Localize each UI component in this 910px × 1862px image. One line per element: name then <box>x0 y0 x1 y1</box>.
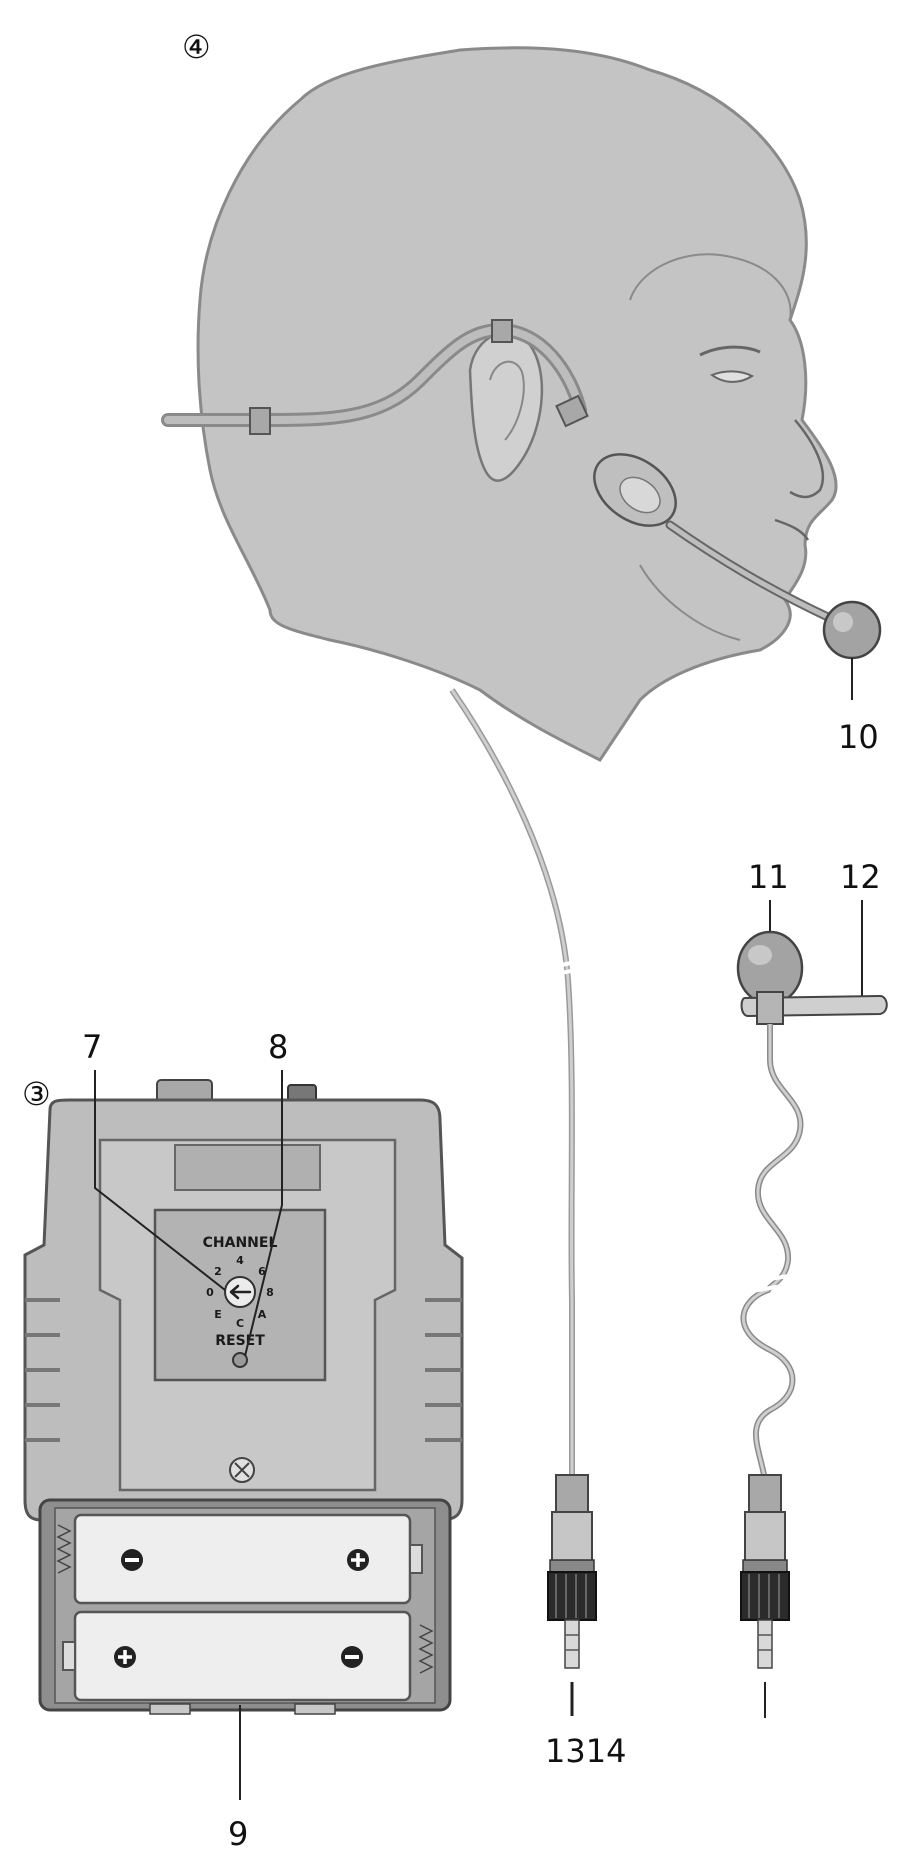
dial-position-c: C <box>236 1317 244 1330</box>
callout-12: 12 <box>840 858 881 896</box>
hair-line <box>629 253 792 321</box>
transmitter-ribs-left <box>25 1298 60 1442</box>
transmitter-callouts: 7 8 9 <box>82 1028 288 1853</box>
headset-cable <box>449 688 587 1480</box>
callout-1314: 1314 <box>545 1732 626 1770</box>
headset-cable-break <box>555 958 587 976</box>
lavalier-jack-ring <box>742 1559 788 1573</box>
callout-9: 9 <box>228 1815 248 1853</box>
headset-cable-line-inner <box>450 689 574 1480</box>
reset-label: RESET <box>215 1333 265 1349</box>
dial-position-6: 6 <box>258 1265 266 1278</box>
transmitter-screw-slot <box>234 1462 250 1478</box>
nose <box>789 419 825 499</box>
headset-ear-pad-inner <box>619 476 661 514</box>
headset-jack-collar <box>555 1474 589 1516</box>
headset-jack: 1314 <box>545 1474 626 1770</box>
callout-8-leader <box>244 1070 283 1357</box>
transmitter-clip-slot <box>174 1144 321 1191</box>
bodypack-transmitter: CHANNEL 4 2 6 0 8 E A C RESET <box>23 1079 464 1715</box>
callout-7: 7 <box>82 1028 102 1066</box>
callout-10: 10 <box>838 718 879 756</box>
callout-7-leader <box>94 1070 226 1291</box>
dial-position-2: 2 <box>214 1265 222 1278</box>
ear-inner <box>489 360 525 441</box>
lavalier-jack-plug-rings <box>758 1634 772 1651</box>
dial-position-0: 0 <box>206 1286 214 1299</box>
dial-position-8: 8 <box>266 1286 274 1299</box>
bodypack-group-number: ③ <box>22 1075 51 1113</box>
battery-latch-right <box>294 1703 336 1715</box>
battery-bottom-terminal <box>62 1641 76 1671</box>
battery-bottom-minus-bar <box>345 1655 359 1659</box>
lavalier-cable-inner <box>741 1024 802 1481</box>
headset-mic-capsule-highlight <box>833 612 853 632</box>
eye <box>709 370 754 383</box>
callout-11: 11 <box>748 858 789 896</box>
battery-top-terminal <box>409 1544 423 1574</box>
headset-jack-plug-rings <box>565 1634 579 1651</box>
channel-switch-arrow-icon <box>229 1284 252 1300</box>
headset-jack-ring <box>549 1559 595 1573</box>
battery-latch-left <box>149 1703 191 1715</box>
jaw-line <box>639 564 741 641</box>
headset-jack-plug <box>564 1619 580 1669</box>
lavalier-clip-holder <box>756 991 784 1025</box>
dial-position-a: A <box>258 1308 267 1321</box>
battery-top-plus-cross <box>351 1553 365 1567</box>
lavalier-jack-collar <box>748 1474 782 1516</box>
neckband-clip-top <box>491 319 513 343</box>
reset-button[interactable] <box>232 1352 248 1368</box>
headset-figure: 10 <box>161 46 882 762</box>
mouth <box>774 518 810 541</box>
headset-neckband-inner <box>164 325 584 424</box>
battery-spring-left-top <box>56 1524 72 1574</box>
headset-mic-capsule <box>822 600 882 660</box>
dial-position-4: 4 <box>236 1254 244 1267</box>
neckband-clip-left <box>249 407 271 435</box>
battery-spring-right-bottom <box>418 1624 434 1674</box>
lavalier-jack-plug <box>757 1619 773 1669</box>
eyebrow <box>699 345 761 357</box>
headset-jack-nut-ribs <box>555 1574 587 1618</box>
neckband-clip-right <box>555 394 589 428</box>
headset-boom-inner <box>667 522 833 621</box>
callout-8: 8 <box>268 1028 288 1066</box>
lavalier-cable <box>740 1024 804 1481</box>
headset-cable-line <box>449 688 575 1480</box>
battery-top-minus-bar <box>125 1558 139 1562</box>
headset-group-number: ④ <box>182 28 211 66</box>
transmitter-ribs-right <box>425 1298 462 1442</box>
lavalier-cable-break <box>751 1274 789 1293</box>
lavalier-mic-highlight <box>748 945 772 965</box>
lavalier-jack <box>740 1474 790 1718</box>
lavalier-jack-nut-ribs <box>748 1574 780 1618</box>
dial-position-e: E <box>214 1308 222 1321</box>
lavalier-figure: 11 12 <box>736 858 888 1481</box>
battery-bottom-plus-cross <box>118 1650 132 1664</box>
channel-label: CHANNEL <box>203 1235 278 1251</box>
